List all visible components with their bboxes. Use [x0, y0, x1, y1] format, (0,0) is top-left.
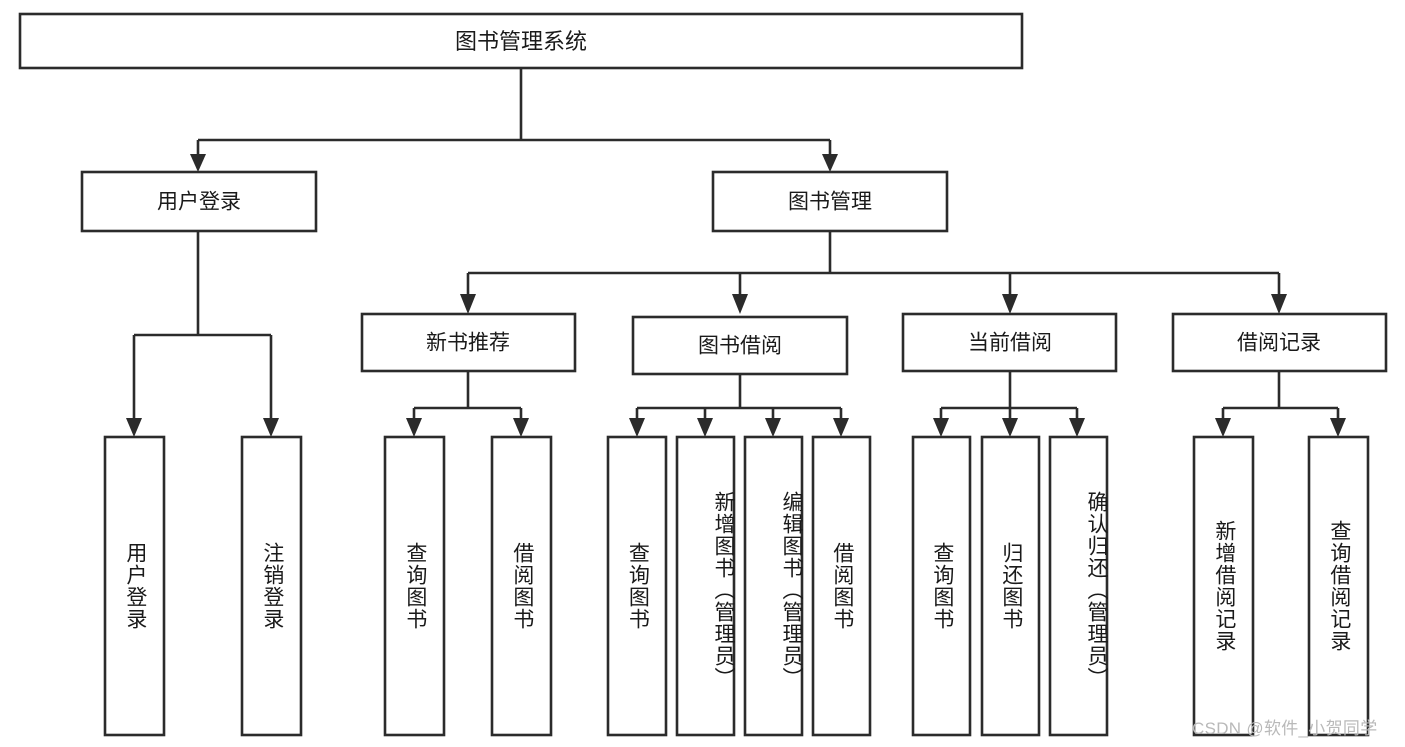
arrow-head-current-borrow [1002, 294, 1018, 314]
leaf-box-logout[interactable] [240, 435, 303, 737]
leaf-box-current-query[interactable] [911, 435, 972, 737]
node-current-borrow-label: 当前借阅 [968, 332, 1052, 355]
node-book-management[interactable] [711, 170, 949, 233]
leaf-box-record-add[interactable] [1192, 435, 1255, 737]
arrow-head-borrow-leaf-4 [833, 418, 849, 437]
leaf-box-borrow-query[interactable] [606, 435, 668, 737]
node-user-login-label: 用户登录 [157, 191, 241, 214]
node-book-management-label: 图书管理 [788, 191, 872, 214]
arrow-head-borrow-leaf-1 [629, 418, 645, 437]
arrow-head-leaf-logout [263, 418, 279, 437]
arrow-head-current-leaf-2 [1002, 418, 1018, 437]
arrow-head-leaf-user-login [126, 418, 142, 437]
node-new-book-recommend-label: 新书推荐 [426, 332, 510, 355]
node-current-borrow[interactable] [901, 312, 1118, 373]
leaf-box-newbook-borrow[interactable] [490, 435, 553, 737]
arrow-head-current-leaf-1 [933, 418, 949, 437]
node-book-borrow-label: 图书借阅 [698, 335, 782, 358]
node-new-book-recommend[interactable] [360, 312, 577, 373]
arrow-head-borrow-leaf-2 [697, 418, 713, 437]
arrow-head-newbook-leaf-2 [513, 418, 529, 437]
arrow-head-new-book [460, 294, 476, 314]
leaf-box-newbook-query[interactable] [383, 435, 446, 737]
leaf-box-record-query[interactable] [1307, 435, 1370, 737]
arrow-head-current-leaf-3 [1069, 418, 1085, 437]
arrow-head-book-borrow [732, 294, 748, 314]
arrow-head-borrow-leaf-3 [765, 418, 781, 437]
leaf-box-borrow-lend[interactable] [811, 435, 872, 737]
arrow-head-user-login [190, 154, 206, 172]
arrow-head-newbook-leaf-1 [406, 418, 422, 437]
leaf-box-user-login[interactable] [103, 435, 166, 737]
csdn-watermark: CSDN @软件_小贺同学 [1192, 719, 1378, 738]
arrow-head-record-leaf-2 [1330, 418, 1346, 437]
arrow-head-record-leaf-1 [1215, 418, 1231, 437]
arrow-head-book-manage [822, 154, 838, 172]
leaf-box-borrow-edit[interactable] [743, 435, 804, 737]
leaf-box-current-return[interactable] [980, 435, 1041, 737]
node-root-system-label: 图书管理系统 [455, 29, 587, 54]
leaf-box-borrow-add[interactable] [675, 435, 736, 737]
node-root-system[interactable] [18, 12, 1024, 70]
node-borrow-record[interactable] [1171, 312, 1388, 373]
arrow-head-borrow-record [1271, 294, 1287, 314]
node-book-borrow[interactable] [631, 315, 849, 376]
node-user-login[interactable] [80, 170, 318, 233]
leaf-box-current-confirm[interactable] [1048, 435, 1109, 737]
node-borrow-record-label: 借阅记录 [1237, 332, 1321, 355]
